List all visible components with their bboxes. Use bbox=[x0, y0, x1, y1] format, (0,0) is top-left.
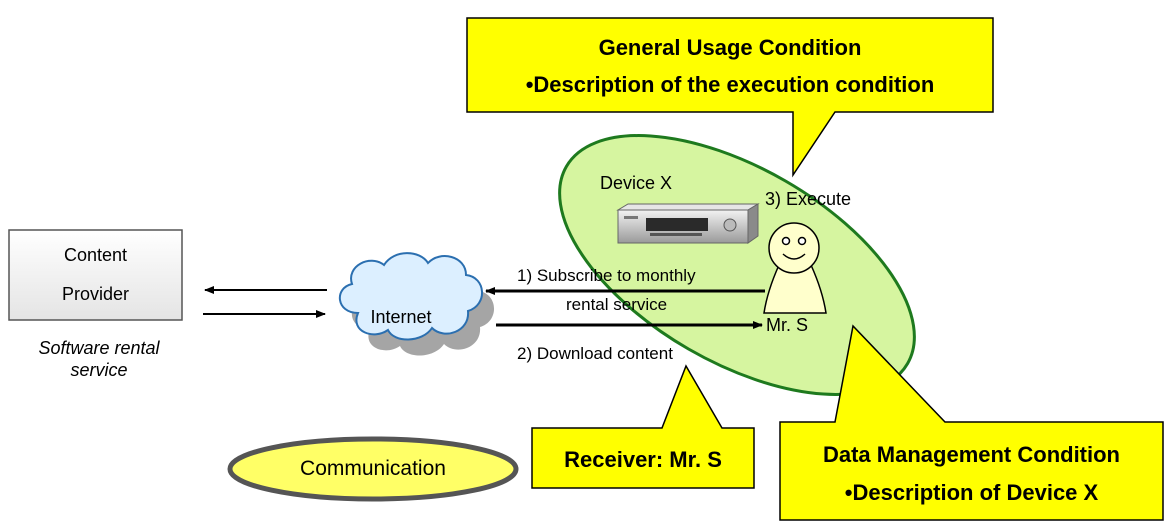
download-label: 2) Download content bbox=[517, 344, 673, 363]
content-provider-box bbox=[8, 229, 183, 321]
device-zone-ellipse bbox=[558, 134, 916, 396]
communication-legend-ellipse bbox=[227, 436, 519, 502]
internet-cloud-icon bbox=[338, 252, 495, 356]
subscribe-label-line2: rental service bbox=[566, 295, 668, 314]
communication-legend-label: Communication bbox=[300, 457, 446, 480]
general-usage-item: •Description of the execution condition bbox=[525, 72, 935, 97]
data-management-item: •Description of Device X bbox=[844, 480, 1099, 505]
provider-line2: Provider bbox=[61, 284, 130, 304]
provider-caption-line1: Software rental bbox=[38, 338, 160, 358]
provider-caption-line2: service bbox=[70, 360, 128, 380]
receiver-label: Receiver: Mr. S bbox=[564, 447, 722, 472]
subscribe-label-line1: 1) Subscribe to monthly bbox=[517, 266, 696, 285]
device-x-label: Device X bbox=[600, 173, 673, 193]
execute-label: 3) Execute bbox=[765, 189, 852, 209]
internet-label: Internet bbox=[370, 307, 432, 327]
data-management-callout bbox=[779, 324, 1164, 521]
receiver-callout bbox=[531, 364, 755, 489]
general-usage-title: General Usage Condition bbox=[598, 35, 862, 60]
provider-line1: Content bbox=[63, 245, 128, 265]
device-x-icon bbox=[616, 203, 760, 244]
mr-s-label: Mr. S bbox=[766, 315, 809, 335]
person-mr-s-icon bbox=[763, 222, 827, 314]
data-management-title: Data Management Condition bbox=[822, 442, 1120, 467]
general-usage-callout bbox=[466, 17, 994, 178]
